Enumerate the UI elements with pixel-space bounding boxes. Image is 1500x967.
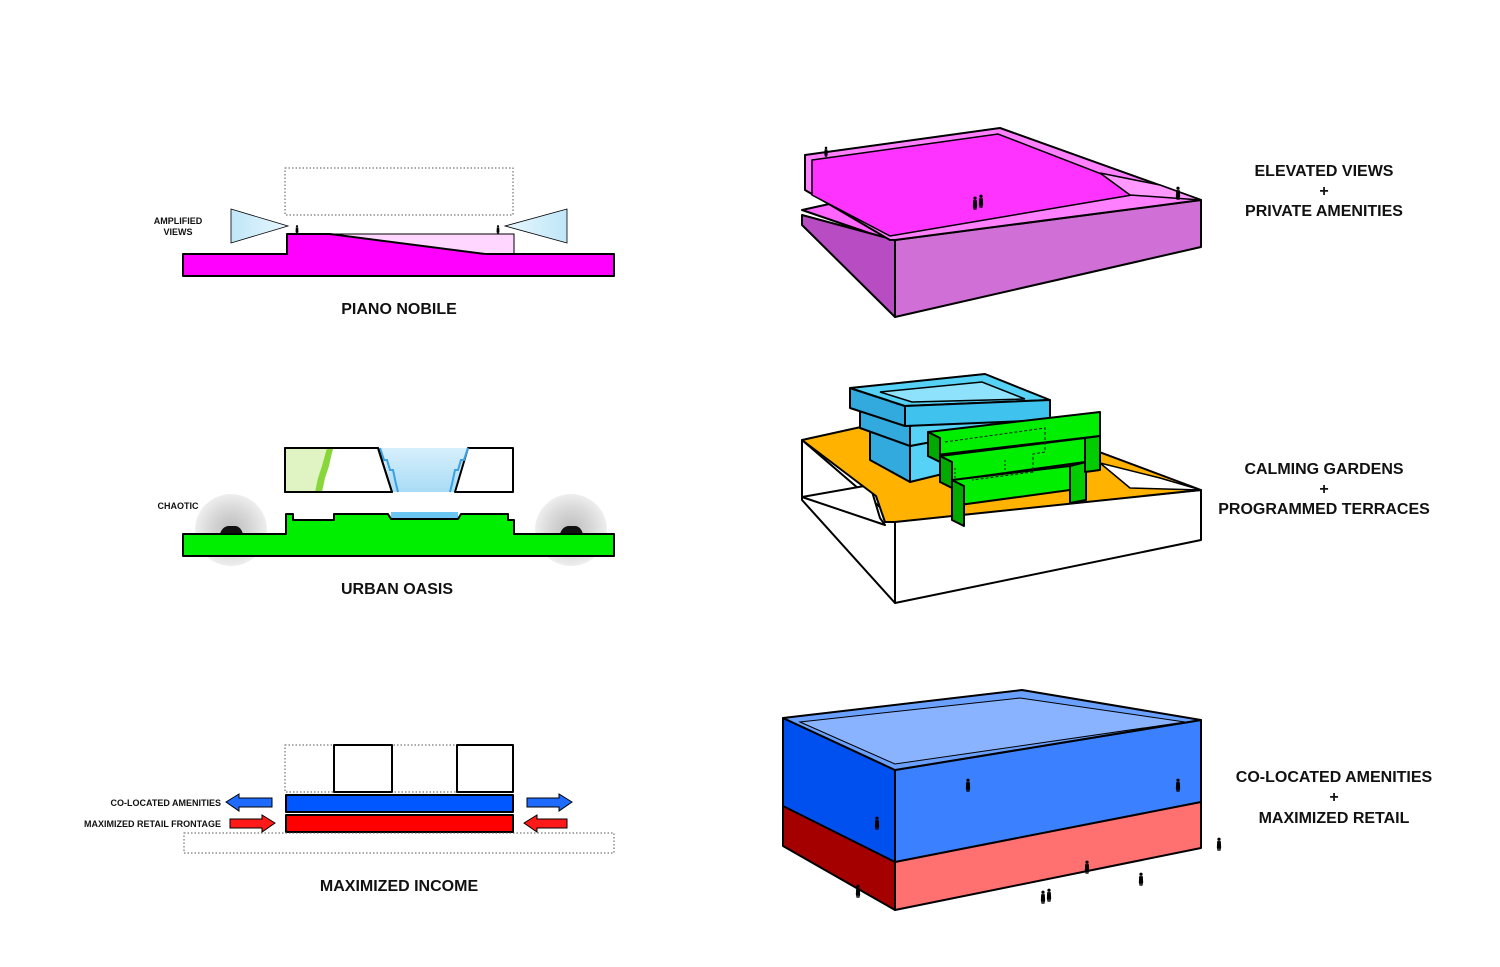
co-located-amenities-axon [782,689,1222,911]
view-cone-right [503,208,568,244]
arrow-right-blue [526,793,573,812]
reflecting-pool [391,512,458,518]
podium-green [182,513,615,557]
right-caption-line2: PRIVATE AMENITIES [1245,203,1403,220]
right-caption-line1: CO-LOCATED AMENITIES [1236,769,1433,786]
person-figure [855,884,861,898]
piano-nobile-section: AMPLIFIED VIEWS PIANO NOBILE [154,167,615,318]
courtyard-steps-left [379,447,399,493]
right-caption-line1: CALMING GARDENS [1244,461,1403,478]
arrow-left-blue [225,793,273,812]
maximized-income-section: CO-LOCATED AMENITIES MAXIMIZED RETAIL FR… [84,744,615,895]
tower-block-right [456,744,514,793]
right-caption-plus: + [1319,481,1328,498]
tower-envelope-outline [284,744,514,793]
person-figure [1040,890,1046,904]
co-located-amenities-label: CO-LOCATED AMENITIES [111,798,222,808]
tower-block-left [333,744,393,793]
amenities-band-blue [285,794,514,813]
view-cone-left [230,208,290,244]
green-wall-3-side [951,479,965,527]
car-icon [220,526,243,534]
chaotic-label: CHAOTIC [158,501,199,511]
maximized-retail-label: MAXIMIZED RETAIL FRONTAGE [84,819,221,829]
courtyard-steps-right [449,447,469,493]
ground-outline [183,832,615,854]
green-wall-end [1084,435,1101,473]
sky-courtyard [380,448,468,492]
green-wall-2-side [939,455,953,489]
arrow-right-red [229,814,276,833]
person-figure [496,225,500,234]
right-caption-plus: + [1329,789,1338,806]
blue-roof-deck [798,697,1186,765]
right-caption-plus: + [1319,183,1328,200]
axon-side-ramp [1099,462,1202,491]
elevated-views-axon [801,127,1202,318]
retail-band-red [285,814,514,833]
right-caption-line1: ELEVATED VIEWS [1255,163,1394,180]
car-icon [560,526,583,534]
axon-wedge-left [801,484,886,526]
person-figure [1046,888,1052,902]
garden-steps [315,448,333,492]
green-wall-1-side [927,431,941,463]
upper-volume-right [454,447,514,493]
amplified-views-label: AMPLIFIED [154,216,203,226]
person-figure [295,225,299,234]
person-figure [1138,872,1144,886]
right-caption-line2: MAXIMIZED RETAIL [1259,810,1410,827]
green-wall-end [1069,461,1087,504]
terrace-dashed-path [944,427,1046,481]
axon-side-ramp [1099,172,1202,201]
podium-magenta [182,233,615,277]
person-figure [1216,837,1222,851]
section-title-piano-nobile: PIANO NOBILE [341,301,457,318]
calming-gardens-axon [801,373,1202,604]
amplified-views-label: VIEWS [163,227,192,237]
right-caption-line2: PROGRAMMED TERRACES [1218,501,1430,518]
section-title-maximized-income: MAXIMIZED INCOME [320,878,479,895]
section-title-urban-oasis: URBAN OASIS [341,581,453,598]
cyan-courtyard [879,381,1026,403]
urban-oasis-section: CHAOTIC URBAN OASIS [158,447,615,598]
upper-volume-outline [284,167,514,216]
arrow-left-red [523,814,568,833]
